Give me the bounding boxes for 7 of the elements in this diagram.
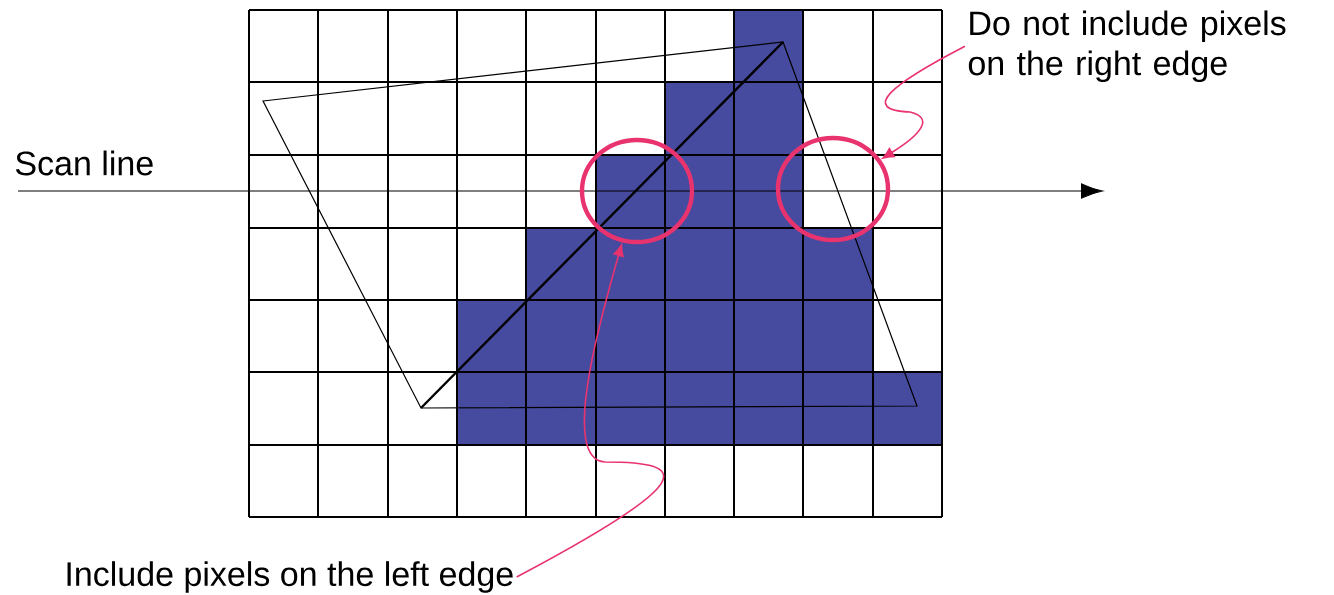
leader-line	[882, 45, 966, 159]
callout-text: Include pixels on the left edge	[67, 561, 513, 593]
circled-area	[775, 135, 891, 243]
circled-area	[579, 137, 695, 245]
callout-text: Do not include pixels on the right edge	[968, 10, 1286, 83]
scan-line-label: Scan line	[15, 150, 153, 176]
leader-line	[515, 244, 665, 578]
